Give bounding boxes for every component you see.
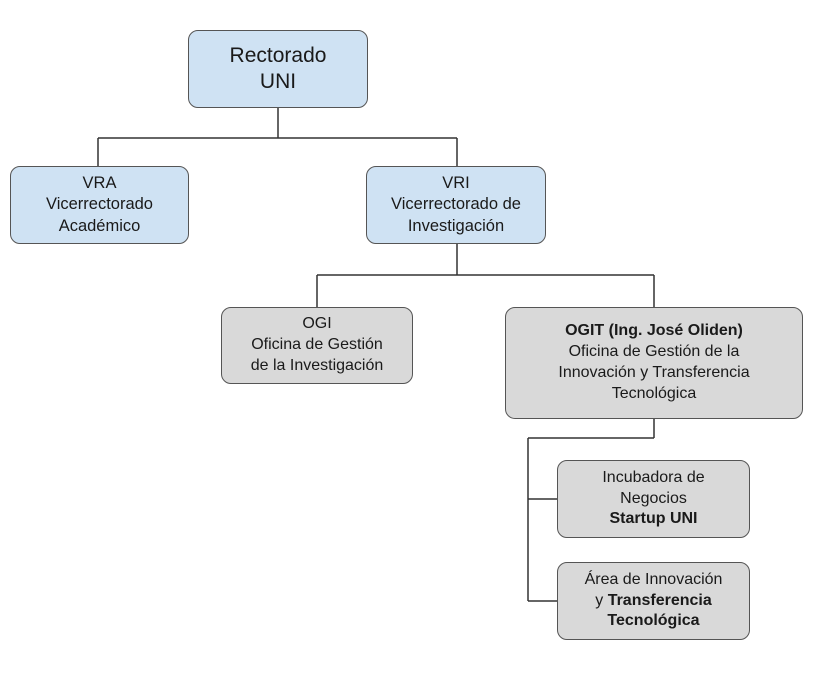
ogi-acronym: OGI (302, 315, 332, 333)
vra-name-line2: Académico (58, 216, 141, 235)
vra-acronym: VRA (82, 173, 117, 192)
node-vri: VRI Vicerrectorado de Investigación (366, 166, 546, 244)
area-line2: y Transferencia (595, 591, 712, 612)
area-line1: Área de Innovación (584, 570, 723, 588)
node-area-innovacion: Área de Innovación y Transferencia Tecno… (557, 562, 750, 640)
incubadora-line1: Incubadora de (602, 468, 705, 486)
ogit-name-line1: Oficina de Gestión de la (568, 343, 740, 361)
incubadora-line2: Negocios (620, 489, 687, 507)
node-ogit: OGIT (Ing. José Oliden) Oficina de Gesti… (505, 307, 803, 419)
node-incubadora: Incubadora de Negocios Startup UNI (557, 460, 750, 538)
rectorado-subtitle: UNI (259, 70, 297, 93)
node-vra: VRA Vicerrectorado Académico (10, 166, 189, 244)
vri-acronym: VRI (442, 173, 470, 192)
incubadora-brand: Startup UNI (609, 510, 698, 528)
vri-name-line1: Vicerrectorado de (391, 195, 521, 214)
ogit-name-line3: Tecnológica (611, 384, 697, 402)
ogi-name-line1: Oficina de Gestión (251, 336, 383, 354)
vri-name-line2: Investigación (407, 216, 505, 235)
ogi-name-line2: de la Investigación (250, 356, 384, 374)
node-rectorado: Rectorado UNI (188, 30, 368, 108)
ogit-name-line2: Innovación y Transferencia (558, 364, 750, 381)
ogit-title: OGIT (Ing. José Oliden) (565, 322, 743, 340)
area-line2-bold: Transferencia (607, 591, 712, 609)
area-line3: Tecnológica (607, 612, 700, 630)
vra-name-line1: Vicerrectorado (45, 195, 153, 214)
node-ogi: OGI Oficina de Gestión de la Investigaci… (221, 307, 413, 384)
rectorado-title: Rectorado (229, 43, 327, 67)
area-line2-prefix: y (595, 591, 604, 609)
